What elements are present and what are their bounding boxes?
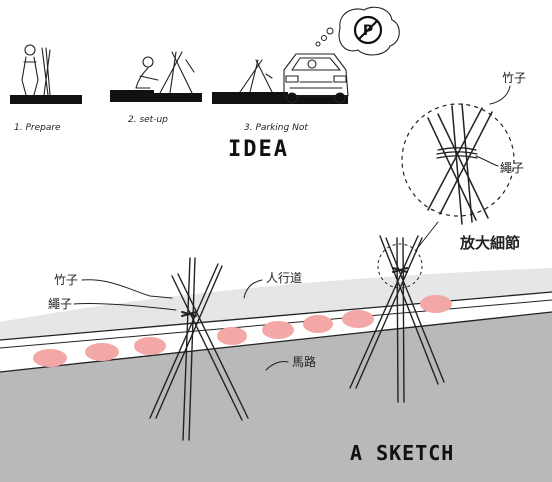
curb-line-top bbox=[0, 291, 552, 341]
step-1-caption: 1. Prepare bbox=[14, 123, 61, 133]
svg-text:P: P bbox=[363, 23, 373, 39]
road-label: 馬路 bbox=[292, 354, 316, 369]
idea-title: IDEA bbox=[228, 137, 289, 162]
detail-bamboo-leader bbox=[489, 85, 511, 105]
detail-rope-label: 繩子 bbox=[500, 161, 524, 175]
step-panel-parking-not bbox=[212, 27, 349, 104]
detail-rope-leader bbox=[475, 155, 499, 167]
step-panel-prepare bbox=[10, 44, 82, 104]
sidewalk-leader bbox=[243, 279, 263, 299]
rope-wraps bbox=[436, 147, 478, 159]
zoom-detail bbox=[401, 103, 515, 225]
sidewalk-label: 人行道 bbox=[266, 271, 302, 285]
bamboo-leader bbox=[81, 279, 173, 299]
step-3-caption: 3. Parking Not bbox=[244, 123, 308, 133]
road-surface bbox=[0, 300, 552, 482]
magnify-connector bbox=[415, 221, 439, 251]
magnify-detail-label: 放大細節 bbox=[459, 234, 520, 252]
step-2-caption: 2. set-up bbox=[128, 115, 168, 125]
curb-marks bbox=[33, 295, 452, 367]
rope-leader bbox=[73, 302, 177, 311]
sketch-rope-label: 繩子 bbox=[48, 297, 72, 311]
sketch-bamboo-label: 竹子 bbox=[54, 273, 78, 287]
teepee-right bbox=[349, 235, 445, 403]
road-scene bbox=[0, 268, 552, 482]
sketch-title: A SKETCH bbox=[350, 441, 454, 465]
curb-line-bottom bbox=[0, 311, 552, 373]
road-leader bbox=[265, 361, 289, 371]
teepee-left bbox=[149, 257, 249, 441]
no-parking-icon: P bbox=[338, 6, 400, 56]
detail-focus-circle bbox=[377, 243, 423, 289]
detail-bamboo-label: 竹子 bbox=[502, 71, 526, 85]
step-panel-setup bbox=[110, 51, 202, 102]
